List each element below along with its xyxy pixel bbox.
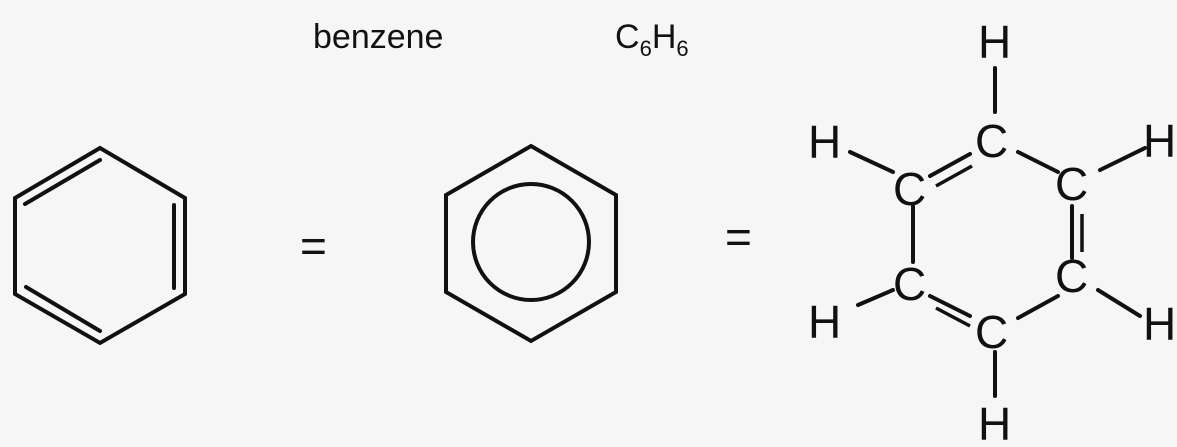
formula-hydrogen: H <box>652 18 677 56</box>
atom-c2: C <box>893 163 926 215</box>
atom-c4: C <box>975 306 1008 358</box>
kekule-double-bond-top-left <box>23 158 102 206</box>
atom-h-upper-left: H <box>808 116 841 168</box>
bond-c1-c6 <box>1016 150 1060 174</box>
compound-name: benzene <box>313 18 443 56</box>
bond-c2-h-left <box>848 150 895 174</box>
bond-c3-c4-double <box>935 306 971 328</box>
kekule-ring <box>13 145 187 346</box>
bond-c6-h-right <box>1098 146 1147 172</box>
bond-c4-c5 <box>1016 294 1060 320</box>
formula-carbon-count: 6 <box>640 36 652 61</box>
bond-c2-c1 <box>928 152 972 178</box>
structural-formula: H C H C C H C C H H C H <box>808 16 1176 447</box>
formula-carbon: C <box>615 18 640 56</box>
atom-h-lower-right: H <box>1143 298 1176 350</box>
atom-h-bottom: H <box>978 398 1011 447</box>
atom-h-lower-left: H <box>808 296 841 348</box>
atom-h-upper-right: H <box>1143 115 1176 167</box>
aromatic-ring <box>444 143 618 344</box>
equals-sign-2: = <box>725 211 752 263</box>
aromatic-structure <box>444 143 618 344</box>
kekule-double-bond-bottom-left <box>24 285 102 333</box>
aromatic-delocalized-circle <box>471 182 591 302</box>
bond-c2-c1-double <box>935 164 973 188</box>
atom-h-top: H <box>978 16 1011 68</box>
atom-c6: C <box>1055 158 1088 210</box>
kekule-structure <box>13 145 187 346</box>
atom-c5: C <box>1055 250 1088 302</box>
formula-hydrogen-count: 6 <box>676 36 688 61</box>
bond-c5-h-right <box>1096 288 1142 318</box>
molecular-formula: C6H6 <box>615 18 689 61</box>
equals-sign-1: = <box>300 220 327 272</box>
atom-c1: C <box>975 115 1008 167</box>
bond-c3-h-left <box>856 288 895 307</box>
bond-c3-c4 <box>928 294 972 318</box>
atom-c3: C <box>893 258 926 310</box>
